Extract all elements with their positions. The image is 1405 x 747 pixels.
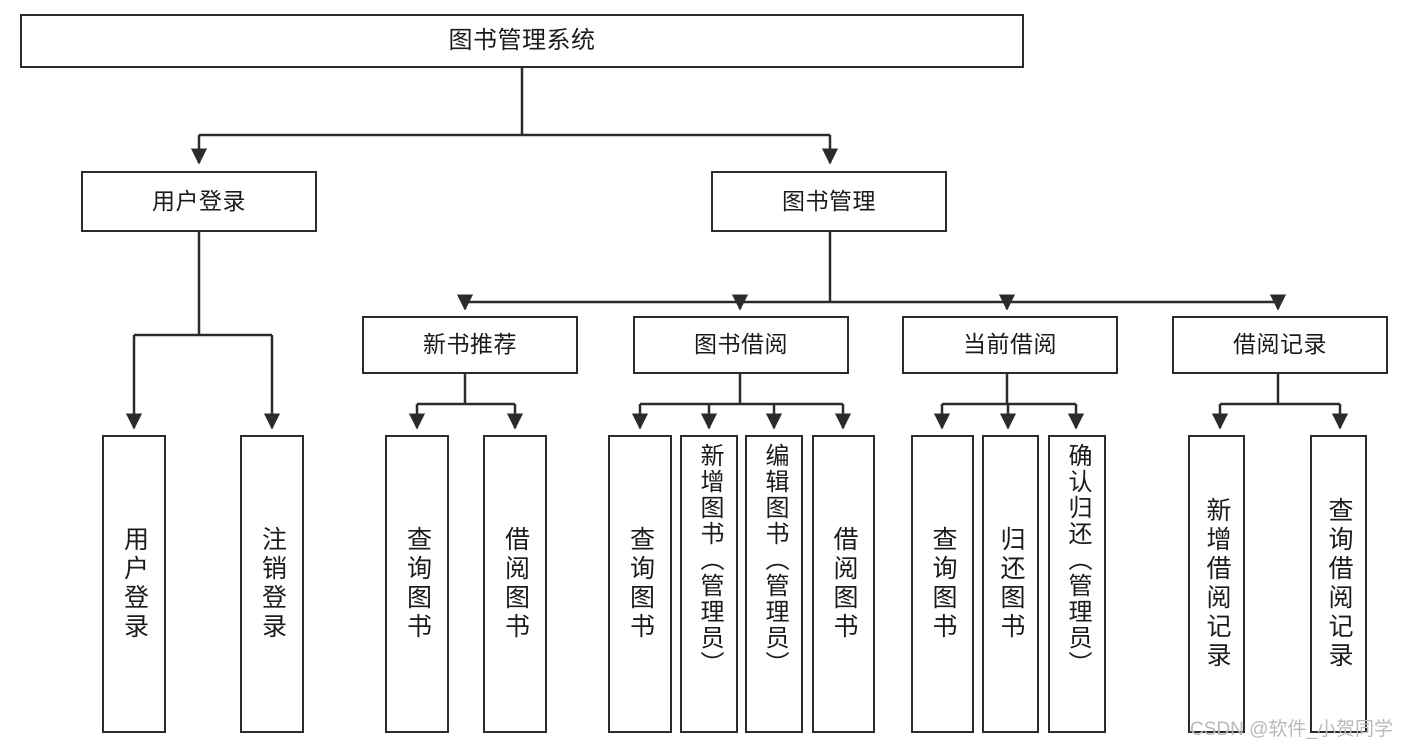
node-label: 注销登录 [258,526,287,642]
node-label: 借阅图书 [830,526,858,642]
leaf-logout[interactable]: 注销登录 [240,435,304,733]
node-label: 查询图书 [929,526,957,642]
node-book-borrow[interactable]: 图书借阅 [633,316,849,374]
leaf-confirm-return-admin[interactable]: 确认归还（管理员） [1048,435,1106,733]
node-label: 归还图书 [997,526,1025,642]
node-user-login[interactable]: 用户登录 [81,171,317,232]
node-current-borrow[interactable]: 当前借阅 [902,316,1118,374]
node-label: 图书管理 [782,187,876,214]
leaf-borrow-book[interactable]: 借阅图书 [812,435,875,733]
leaf-borrow-book-recommend[interactable]: 借阅图书 [483,435,547,733]
node-label: 确认归还（管理员） [1064,443,1091,677]
node-label: 借阅图书 [501,526,530,642]
leaf-query-book-borrow[interactable]: 查询图书 [608,435,672,733]
node-label: 图书借阅 [694,331,788,358]
leaf-add-book-admin[interactable]: 新增图书（管理员） [680,435,738,733]
node-new-book-recommend[interactable]: 新书推荐 [362,316,578,374]
leaf-user-login[interactable]: 用户登录 [102,435,166,733]
node-label: 当前借阅 [963,331,1057,358]
leaf-return-book[interactable]: 归还图书 [982,435,1039,733]
node-label: 查询借阅记录 [1325,497,1353,671]
node-label: 新书推荐 [423,331,517,358]
node-label: 新增借阅记录 [1203,497,1231,671]
node-label: 查询图书 [403,526,432,642]
csdn-watermark: CSDN @软件_小贺同学 [1190,719,1393,740]
node-book-management[interactable]: 图书管理 [711,171,947,232]
node-borrow-record[interactable]: 借阅记录 [1172,316,1388,374]
node-label: 查询图书 [626,526,655,642]
leaf-query-book-recommend[interactable]: 查询图书 [385,435,449,733]
leaf-add-borrow-record[interactable]: 新增借阅记录 [1188,435,1245,733]
node-label: 用户登录 [152,187,246,214]
leaf-edit-book-admin[interactable]: 编辑图书（管理员） [745,435,803,733]
node-label: 编辑图书（管理员） [761,443,788,677]
leaf-query-borrow-record[interactable]: 查询借阅记录 [1310,435,1367,733]
node-label: 用户登录 [120,526,149,642]
node-label: 图书管理系统 [448,26,596,54]
node-root-system[interactable]: 图书管理系统 [20,14,1024,68]
leaf-query-book-current[interactable]: 查询图书 [911,435,974,733]
node-label: 新增图书（管理员） [696,443,723,677]
node-label: 借阅记录 [1233,331,1327,358]
